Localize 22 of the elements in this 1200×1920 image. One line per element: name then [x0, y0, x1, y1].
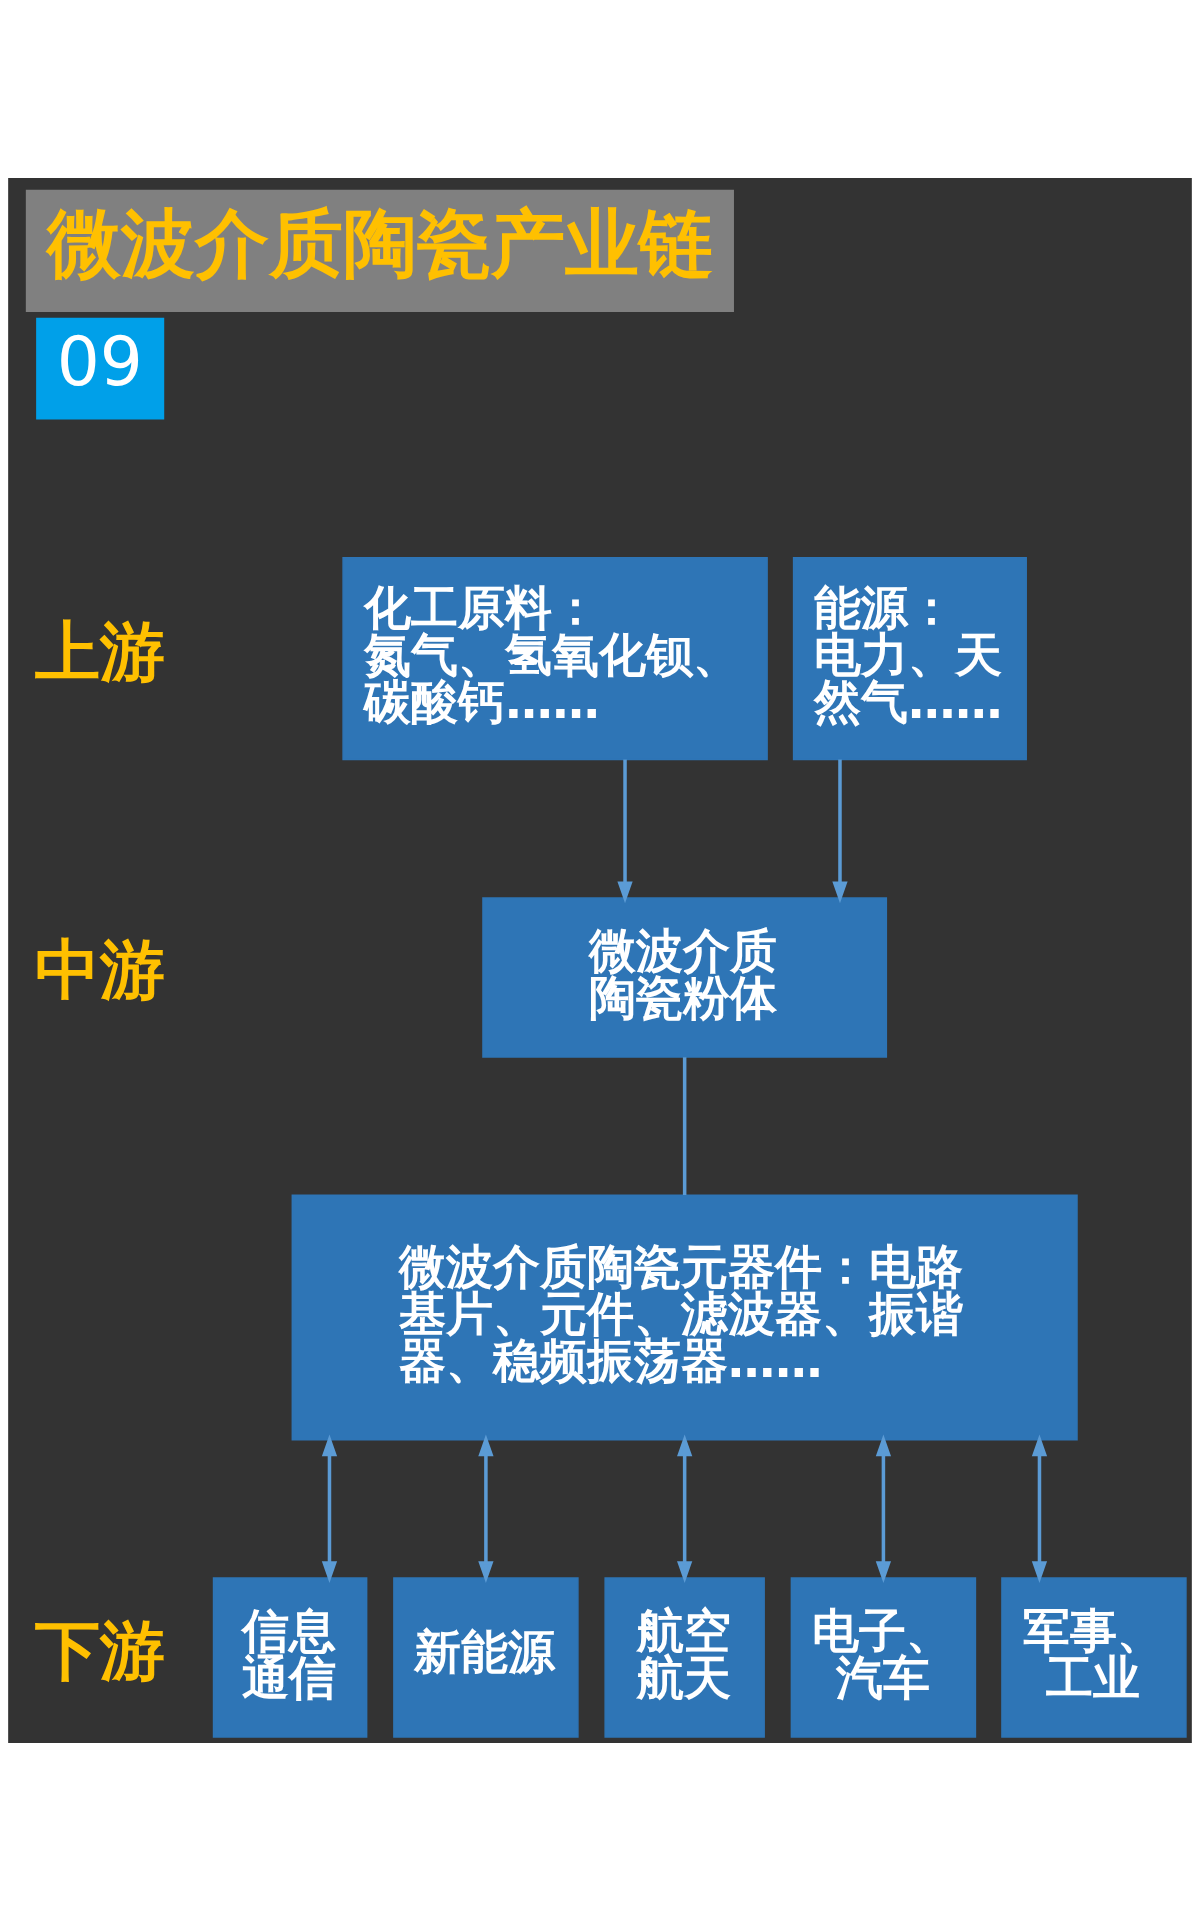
node-box: 能源： 电力、天然气…… [792, 556, 1027, 760]
node-box: 航空航天 [604, 1576, 765, 1738]
node-box: 电子、汽车 [790, 1576, 977, 1738]
label: 下游 [34, 1612, 165, 1688]
label: 中游 [34, 931, 165, 1007]
diagram-title: 微波介质陶瓷产业链 [47, 200, 714, 286]
connector [682, 1056, 687, 1195]
arrow [875, 1433, 892, 1583]
arrow [832, 759, 848, 903]
arrow [478, 1433, 494, 1583]
arrow [1031, 1433, 1048, 1583]
node-box: 微波介质陶瓷粉体 [482, 896, 888, 1058]
arrow [617, 759, 633, 903]
node-box: 新能源 [393, 1576, 579, 1738]
label: 09 [56, 321, 143, 401]
node-box: 信息通信 [212, 1576, 368, 1738]
arrow [321, 1433, 338, 1583]
node-box: 化工原料： 氮气、氢氧化钡、碳酸钙…… [342, 556, 768, 760]
label: 上游 [34, 613, 165, 689]
node-box: 微波介质陶瓷元器件：电路基片、元件、滤波器、振谐器、稳频振荡器…… [291, 1194, 1078, 1440]
node-box: 军事、工业 [1001, 1576, 1187, 1738]
arrow [677, 1433, 693, 1583]
